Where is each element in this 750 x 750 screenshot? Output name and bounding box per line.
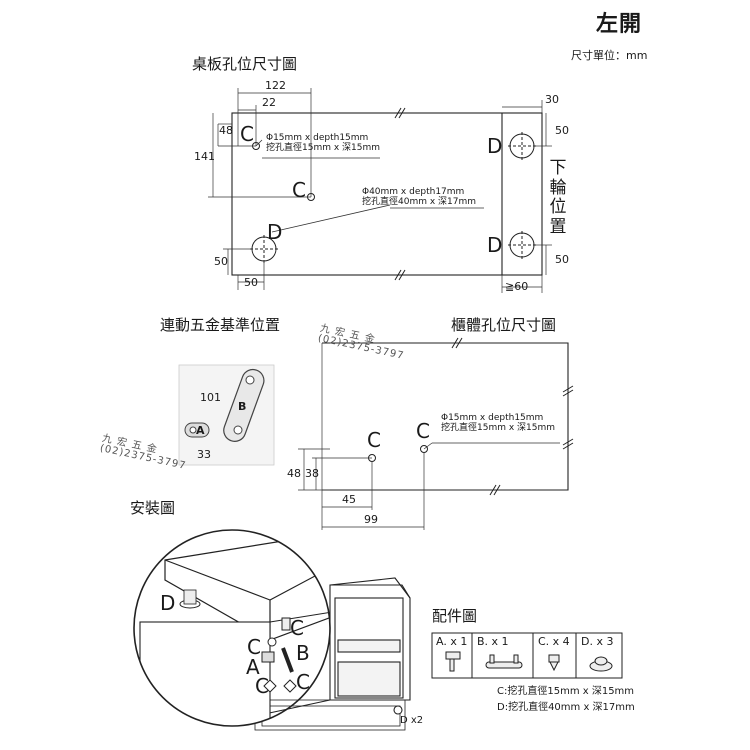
- dim-30: 30: [545, 93, 559, 106]
- install-mark-c-left: C: [247, 635, 261, 659]
- cabinet-c-note-en: Φ15mm x depth15mm: [441, 413, 544, 423]
- dim-99-cabinet: 99: [364, 513, 378, 526]
- dim-48: 48: [219, 124, 233, 137]
- part-d-label: D. x 3: [581, 635, 614, 648]
- cabinet-break-marks: [451, 337, 574, 496]
- hardware-101-label: 101: [200, 391, 221, 404]
- dim-38-cabinet: 38: [305, 467, 319, 480]
- install-mark-d: D: [160, 591, 176, 615]
- cabinet-c-note-zh: 挖孔直徑15mm x 深15mm: [441, 423, 556, 434]
- board-c-note-en: Φ15mm x depth15mm: [266, 133, 369, 143]
- dim-50-right-top: 50: [555, 124, 569, 137]
- hardware-mark-a: A: [196, 424, 205, 437]
- mark-c-cabinet-1: C: [367, 428, 381, 452]
- cabinet-dimensions: [298, 343, 560, 530]
- board-d-hole-note: Φ40mm x depth17mm 挖孔直徑40mm x 深17mm: [362, 187, 476, 208]
- dim-48-cabinet: 48: [287, 467, 301, 480]
- install-mark-b: B: [296, 641, 310, 665]
- cabinet-3d: [254, 577, 411, 731]
- install-mark-c-bottom-right: C: [296, 670, 310, 694]
- board-c-note-zh: 挖孔直徑15mm x 深15mm: [266, 143, 381, 154]
- wheel-position-label: 下輪位置: [549, 158, 567, 237]
- mark-c-board-2: C: [292, 178, 306, 202]
- install-mark-a: A: [246, 655, 260, 679]
- parts-table: [431, 632, 623, 679]
- cabinet-c-hole-note: Φ15mm x depth15mm 挖孔直徑15mm x 深15mm: [441, 413, 555, 434]
- install-mark-c-top: C: [290, 616, 304, 640]
- board-break-marks: [394, 107, 406, 281]
- parts-footnote-d: D:挖孔直徑40mm x 深17mm: [497, 702, 635, 713]
- page-title: 左開: [596, 12, 643, 37]
- install-title: 安裝圖: [130, 499, 176, 517]
- install-magnifier-circle: [133, 529, 331, 727]
- parts-footnote-c: C:挖孔直徑15mm x 深15mm: [497, 686, 635, 697]
- dim-122: 122: [265, 79, 286, 92]
- parts-title: 配件圖: [432, 607, 478, 625]
- board-dimensions: [208, 88, 552, 293]
- hardware-33-label: 33: [197, 448, 211, 461]
- dim-141: 141: [194, 150, 215, 163]
- dim-60-min: ≧60: [505, 280, 529, 293]
- mark-c-board-1: C: [240, 122, 254, 146]
- mark-d-board-3: D: [487, 233, 503, 257]
- cabinet-diagram-title: 櫃體孔位尺寸圖: [451, 316, 557, 334]
- board-d-note-zh: 挖孔直徑40mm x 深17mm: [362, 197, 477, 208]
- part-b-label: B. x 1: [477, 635, 509, 648]
- hardware-photo: [178, 364, 275, 466]
- dim-50-left: 50: [214, 255, 228, 268]
- part-c-label: C. x 4: [538, 635, 570, 648]
- board-d-note-en: Φ40mm x depth17mm: [362, 187, 465, 197]
- board-c-hole-note: Φ15mm x depth15mm 挖孔直徑15mm x 深15mm: [266, 133, 380, 154]
- install-mark-c-bottom-left: C: [255, 674, 269, 698]
- board-diagram-title: 桌板孔位尺寸圖: [192, 55, 298, 73]
- board-leaders: [255, 139, 484, 233]
- hardware-mark-b: B: [238, 400, 247, 413]
- dim-22: 22: [262, 96, 276, 109]
- install-circle-content: [139, 534, 330, 726]
- part-a-label: A. x 1: [436, 635, 468, 648]
- board-outline: [231, 112, 543, 276]
- mark-d-board-1: D: [267, 220, 283, 244]
- dim-50-bottom: 50: [244, 276, 258, 289]
- dim-45-cabinet: 45: [342, 493, 356, 506]
- mark-c-cabinet-2: C: [416, 419, 430, 443]
- parts-icons: [445, 651, 613, 672]
- install-d-x2-label: D x2: [400, 715, 424, 726]
- mark-d-board-2: D: [487, 134, 503, 158]
- unit-label: 尺寸單位：mm: [571, 49, 648, 62]
- hardware-reference-title: 連動五金基準位置: [160, 316, 281, 334]
- dim-50-right-bottom: 50: [555, 253, 569, 266]
- cabinet-outline: [322, 342, 569, 491]
